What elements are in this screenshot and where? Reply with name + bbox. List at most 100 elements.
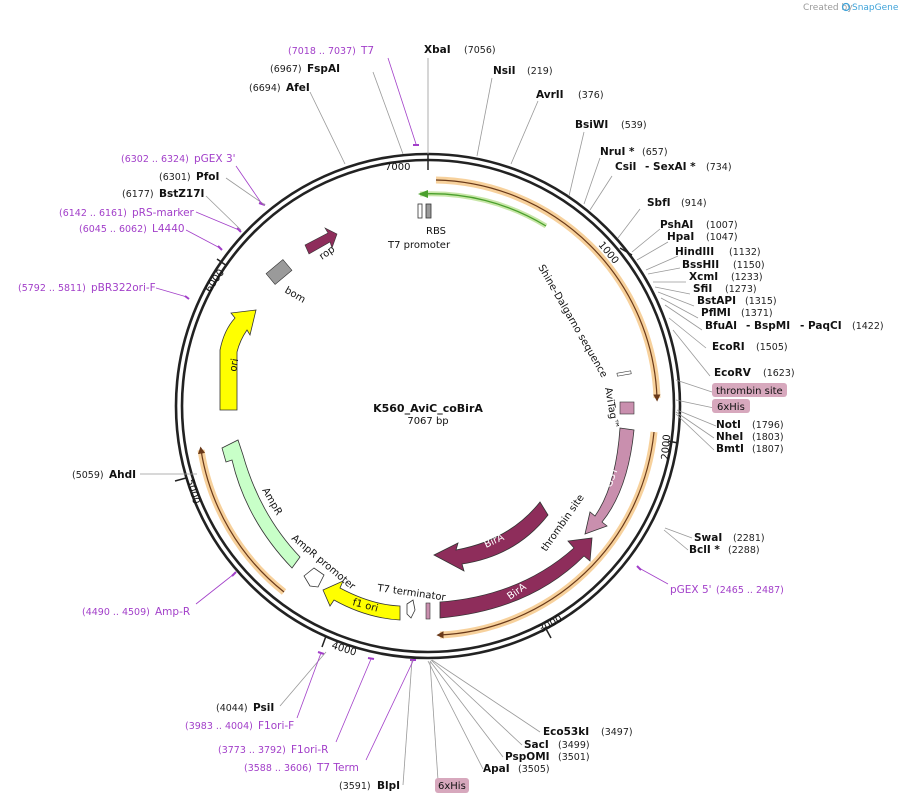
enzyme-swai[interactable]: SwaI <box>694 532 722 544</box>
enzyme-bstz17i[interactable]: BstZ17I <box>159 188 204 200</box>
enzyme-nhei[interactable]: NheI <box>716 431 743 443</box>
enzyme-bsiwi-pos: (539) <box>621 120 647 131</box>
enzyme-pshai-pos: (1007) <box>706 220 738 231</box>
primer-prs-marker[interactable]: pRS-marker <box>132 207 195 219</box>
enzyme-apai[interactable]: ApaI <box>483 763 510 775</box>
enzyme-ecori[interactable]: EcoRI <box>712 341 745 353</box>
enzyme-pfoi-pos: (6301) <box>159 172 191 183</box>
primer-pgex-5-pos: (2465 .. 2487) <box>716 585 784 596</box>
enzyme-avrii[interactable]: AvrII <box>536 89 564 101</box>
enzyme-bstapi[interactable]: BstAPI <box>697 295 736 307</box>
snapgene-logo-icon <box>841 2 851 12</box>
enzyme-bsiwi[interactable]: BsiWI <box>575 119 608 131</box>
t7-terminator-label: T7 terminator <box>376 583 448 604</box>
enzyme-sbfi-pos: (914) <box>681 198 707 209</box>
enzyme-noti-pos: (1796) <box>752 420 784 431</box>
ampr-promoter-arrow <box>303 567 325 588</box>
primer-prs-marker-pos: (6142 .. 6161) <box>59 208 127 219</box>
leader-lines <box>140 58 717 786</box>
enzyme-pflmi-pos: (1371) <box>741 308 773 319</box>
enzyme-bfuai[interactable]: BfuAI <box>705 320 737 332</box>
primer-f1ori-r[interactable]: F1ori-R <box>291 744 328 756</box>
enzyme-xcmi-pos: (1233) <box>731 272 763 283</box>
enzyme-nsii-pos: (219) <box>527 66 553 77</box>
primer-f1ori-f[interactable]: F1ori-F <box>258 720 294 732</box>
credit-brand: SnapGene <box>852 3 899 13</box>
enzyme-bmti[interactable]: BmtI <box>716 443 744 455</box>
avitag-feature <box>616 370 635 415</box>
t7-terminator-feature <box>406 599 416 619</box>
enzyme-pflmi[interactable]: PflMI <box>701 307 731 319</box>
ori-arrow <box>219 309 257 411</box>
ori-label: ori <box>228 358 241 373</box>
primer-amp-r[interactable]: Amp-R <box>155 606 190 618</box>
enzyme-nrui[interactable]: NruI * <box>600 146 635 158</box>
primer-l4440[interactable]: L4440 <box>152 223 185 235</box>
enzyme-sbfi[interactable]: SbfI <box>647 197 671 209</box>
primer-pgex-3-pos: (6302 .. 6324) <box>121 154 189 165</box>
primer-l4440-pos: (6045 .. 6062) <box>79 224 147 235</box>
thrombin-site-boxed-label: thrombin site <box>716 386 783 397</box>
rbs-label: RBS <box>426 226 446 237</box>
orf-arc-bottom <box>436 431 655 639</box>
primer-pgex-3[interactable]: pGEX 3' <box>194 153 236 165</box>
enzyme-pfoi[interactable]: PfoI <box>196 171 219 183</box>
primer-pgex-5[interactable]: pGEX 5' <box>670 584 712 596</box>
enzyme-sfii[interactable]: SfiI <box>693 283 712 295</box>
enzyme-fspai-pos: (6967) <box>270 64 302 75</box>
f1-ori-arrow <box>322 580 401 621</box>
primer-t7-term[interactable]: T7 Term <box>316 762 359 774</box>
enzyme-avrii-pos: (376) <box>578 90 604 101</box>
primer-pbr322ori-f-pos: (5792 .. 5811) <box>18 283 86 294</box>
enzyme-hpai[interactable]: HpaI <box>667 231 694 243</box>
enzyme-afei[interactable]: AfeI <box>286 82 310 94</box>
enzyme-hpai-pos: (1047) <box>706 232 738 243</box>
enzyme-bstapi-pos: (1315) <box>745 296 777 307</box>
enzyme-bspmi[interactable]: - BspMI <box>746 320 790 332</box>
primer-f1ori-r-pos: (3773 .. 3792) <box>218 745 286 756</box>
his-tag-boxed-label-right: 6xHis <box>717 402 745 413</box>
tick-6000: 6000 <box>203 268 227 295</box>
enzyme-nhei-pos: (1803) <box>752 432 784 443</box>
t7-promoter-label: T7 promoter <box>387 240 451 251</box>
enzyme-ahdi-pos: (5059) <box>72 470 104 481</box>
enzyme-sexai[interactable]: - SexAI * <box>645 161 696 173</box>
his-tag-boxed-label-bottom: 6xHis <box>438 781 466 792</box>
orf-arc-top <box>435 179 661 402</box>
enzyme-xbai[interactable]: XbaI <box>424 44 451 56</box>
enzyme-pspomi[interactable]: PspOMI <box>505 751 550 763</box>
enzyme-ecorv[interactable]: EcoRV <box>714 367 752 379</box>
enzyme-nsii[interactable]: NsiI <box>493 65 516 77</box>
enzyme-afei-pos: (6694) <box>249 83 281 94</box>
enzyme-psii[interactable]: PsiI <box>253 702 274 714</box>
enzyme-hindiii[interactable]: HindIII <box>675 246 714 258</box>
enzyme-pshai[interactable]: PshAI <box>660 219 693 231</box>
enzyme-sexai-pos: (734) <box>706 162 732 173</box>
enzyme-noti[interactable]: NotI <box>716 419 741 431</box>
enzyme-sfii-pos: (1273) <box>725 284 757 295</box>
enzyme-ahdi[interactable]: AhdI <box>109 469 136 481</box>
primer-amp-r-pos: (4490 .. 4509) <box>82 607 150 618</box>
enzyme-hindiii-pos: (1132) <box>729 247 761 258</box>
enzyme-saci-pos: (3499) <box>558 740 590 751</box>
primer-t7[interactable]: T7 <box>360 45 374 57</box>
tick-5000: 5000 <box>184 478 201 505</box>
his-tag-bottom <box>425 602 431 620</box>
enzyme-saci[interactable]: SacI <box>524 739 549 751</box>
enzyme-csii[interactable]: CsiI <box>615 161 636 173</box>
his-tag-box-right <box>712 399 750 413</box>
enzyme-blpi[interactable]: BlpI <box>377 780 400 792</box>
tick-4000: 4000 <box>330 640 358 658</box>
enzyme-xcmi[interactable]: XcmI <box>689 271 718 283</box>
enzyme-paqci[interactable]: - PaqCI <box>800 320 842 332</box>
enzyme-bsshii[interactable]: BssHII <box>682 259 719 271</box>
enzyme-fspai[interactable]: FspAI <box>307 63 340 75</box>
enzyme-eco53ki[interactable]: Eco53kI <box>543 726 589 738</box>
enzyme-eco53ki-pos: (3497) <box>601 727 633 738</box>
tick-7000: 7000 <box>385 162 410 173</box>
primer-f1ori-f-pos: (3983 .. 4004) <box>185 721 253 732</box>
enzyme-bcli[interactable]: BclI * <box>689 544 720 556</box>
avitag-label: AviTag™ <box>602 387 620 430</box>
primer-pbr322ori-f[interactable]: pBR322ori-F <box>91 282 156 294</box>
